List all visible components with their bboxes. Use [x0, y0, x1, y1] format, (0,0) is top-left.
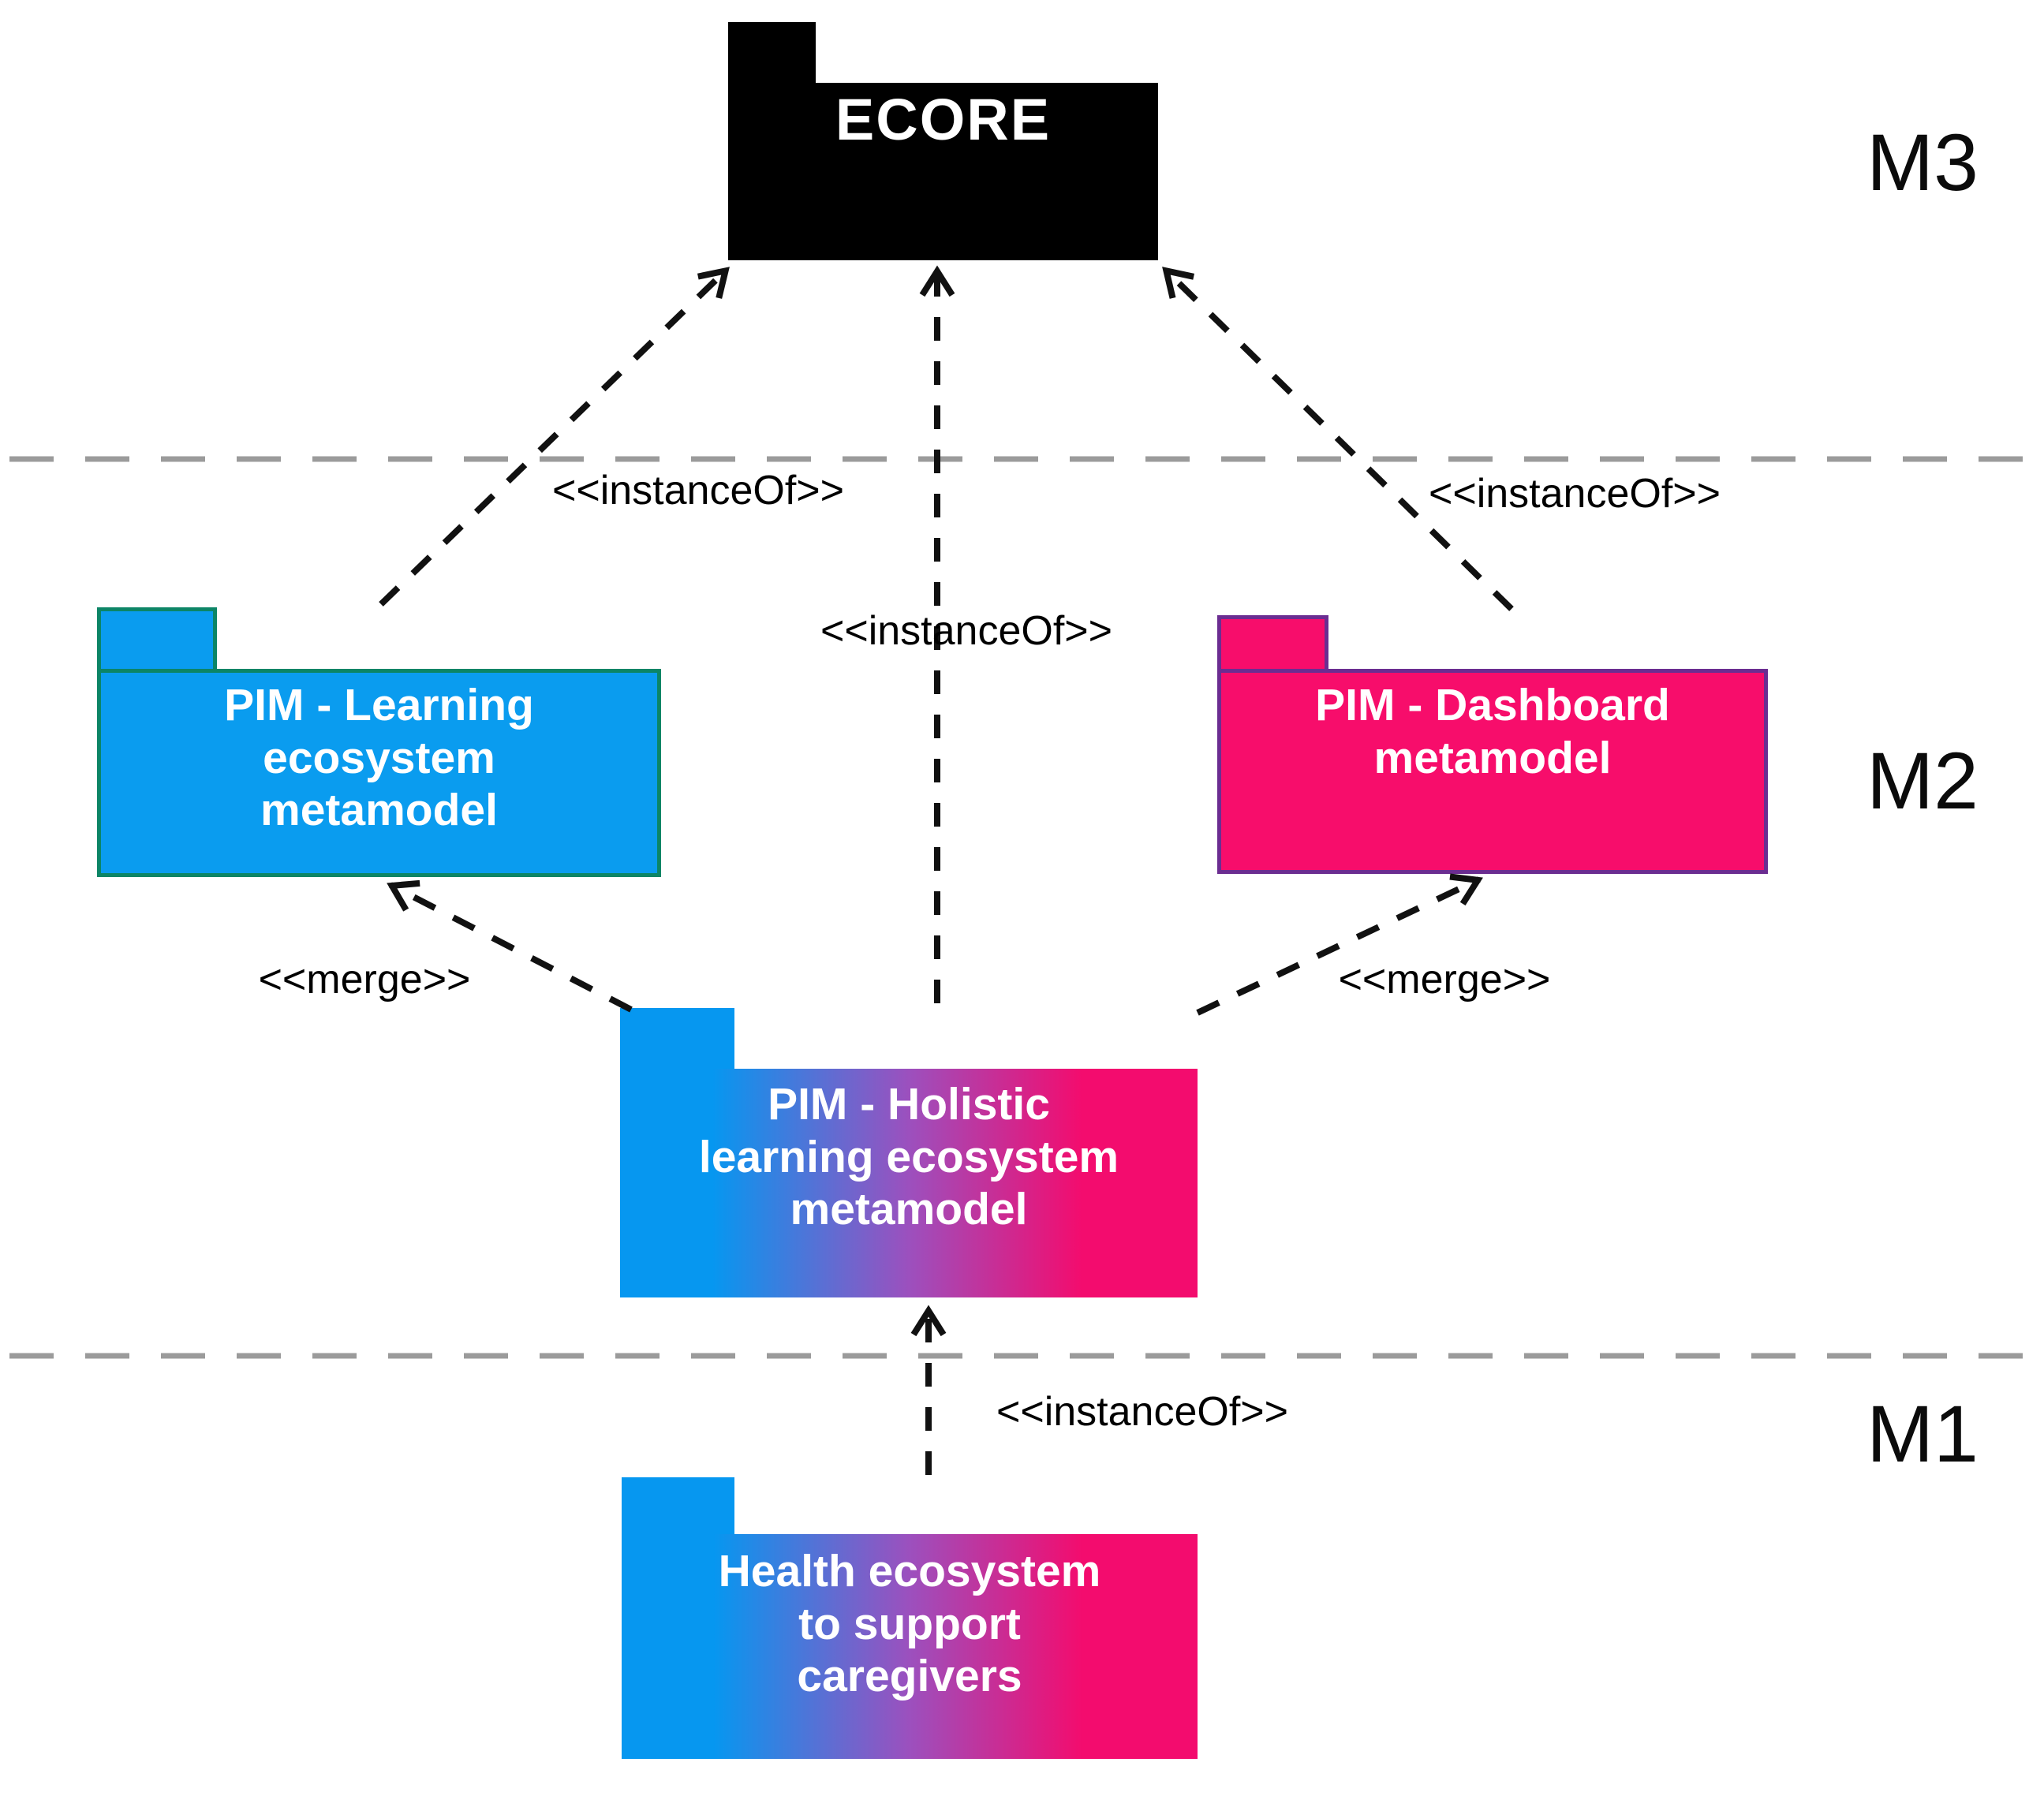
- edge-label-instanceof-left: <<instanceOf>>: [551, 468, 845, 513]
- package-health-title: Health ecosystem to support caregivers: [718, 1546, 1101, 1702]
- arrow-holistic-to-learning-merge: [387, 879, 633, 1013]
- package-ecore: ECORE: [728, 83, 1158, 260]
- package-dashboard-title: PIM - Dashboard metamodel: [1315, 680, 1670, 783]
- edge-label-merge-left: <<merge>>: [258, 957, 471, 1002]
- package-learning-tab: [97, 607, 217, 673]
- arrow-dashboard-to-ecore-instanceof: [1162, 267, 1514, 611]
- package-holistic-title: PIM - Holistic learning ecosystem metamo…: [698, 1079, 1119, 1235]
- package-health-tab: [622, 1477, 734, 1538]
- edge-label-instanceof-bottom: <<instanceOf>>: [996, 1389, 1289, 1435]
- arrow-holistic-to-dashboard-merge: [1196, 873, 1483, 1016]
- package-holistic: PIM - Holistic learning ecosystem metamo…: [620, 1069, 1198, 1297]
- edge-label-instanceof-right: <<instanceOf>>: [1428, 471, 1721, 517]
- level-label-m1: M1: [1867, 1389, 1979, 1479]
- level-label-m2: M2: [1867, 736, 1979, 826]
- package-learning-title: PIM - Learning ecosystem metamodel: [224, 680, 534, 836]
- level-label-m3: M3: [1867, 118, 1979, 207]
- package-ecore-title: ECORE: [835, 87, 1052, 152]
- arrow-learning-to-ecore-instanceof: [379, 267, 730, 607]
- package-ecore-tab: [728, 22, 816, 87]
- package-holistic-tab: [620, 1008, 734, 1073]
- package-dashboard: PIM - Dashboard metamodel: [1217, 669, 1768, 874]
- package-health: Health ecosystem to support caregivers: [622, 1534, 1198, 1759]
- edge-label-merge-right: <<merge>>: [1338, 957, 1551, 1002]
- package-learning: PIM - Learning ecosystem metamodel: [97, 669, 661, 877]
- edge-label-instanceof-center: <<instanceOf>>: [820, 608, 1113, 654]
